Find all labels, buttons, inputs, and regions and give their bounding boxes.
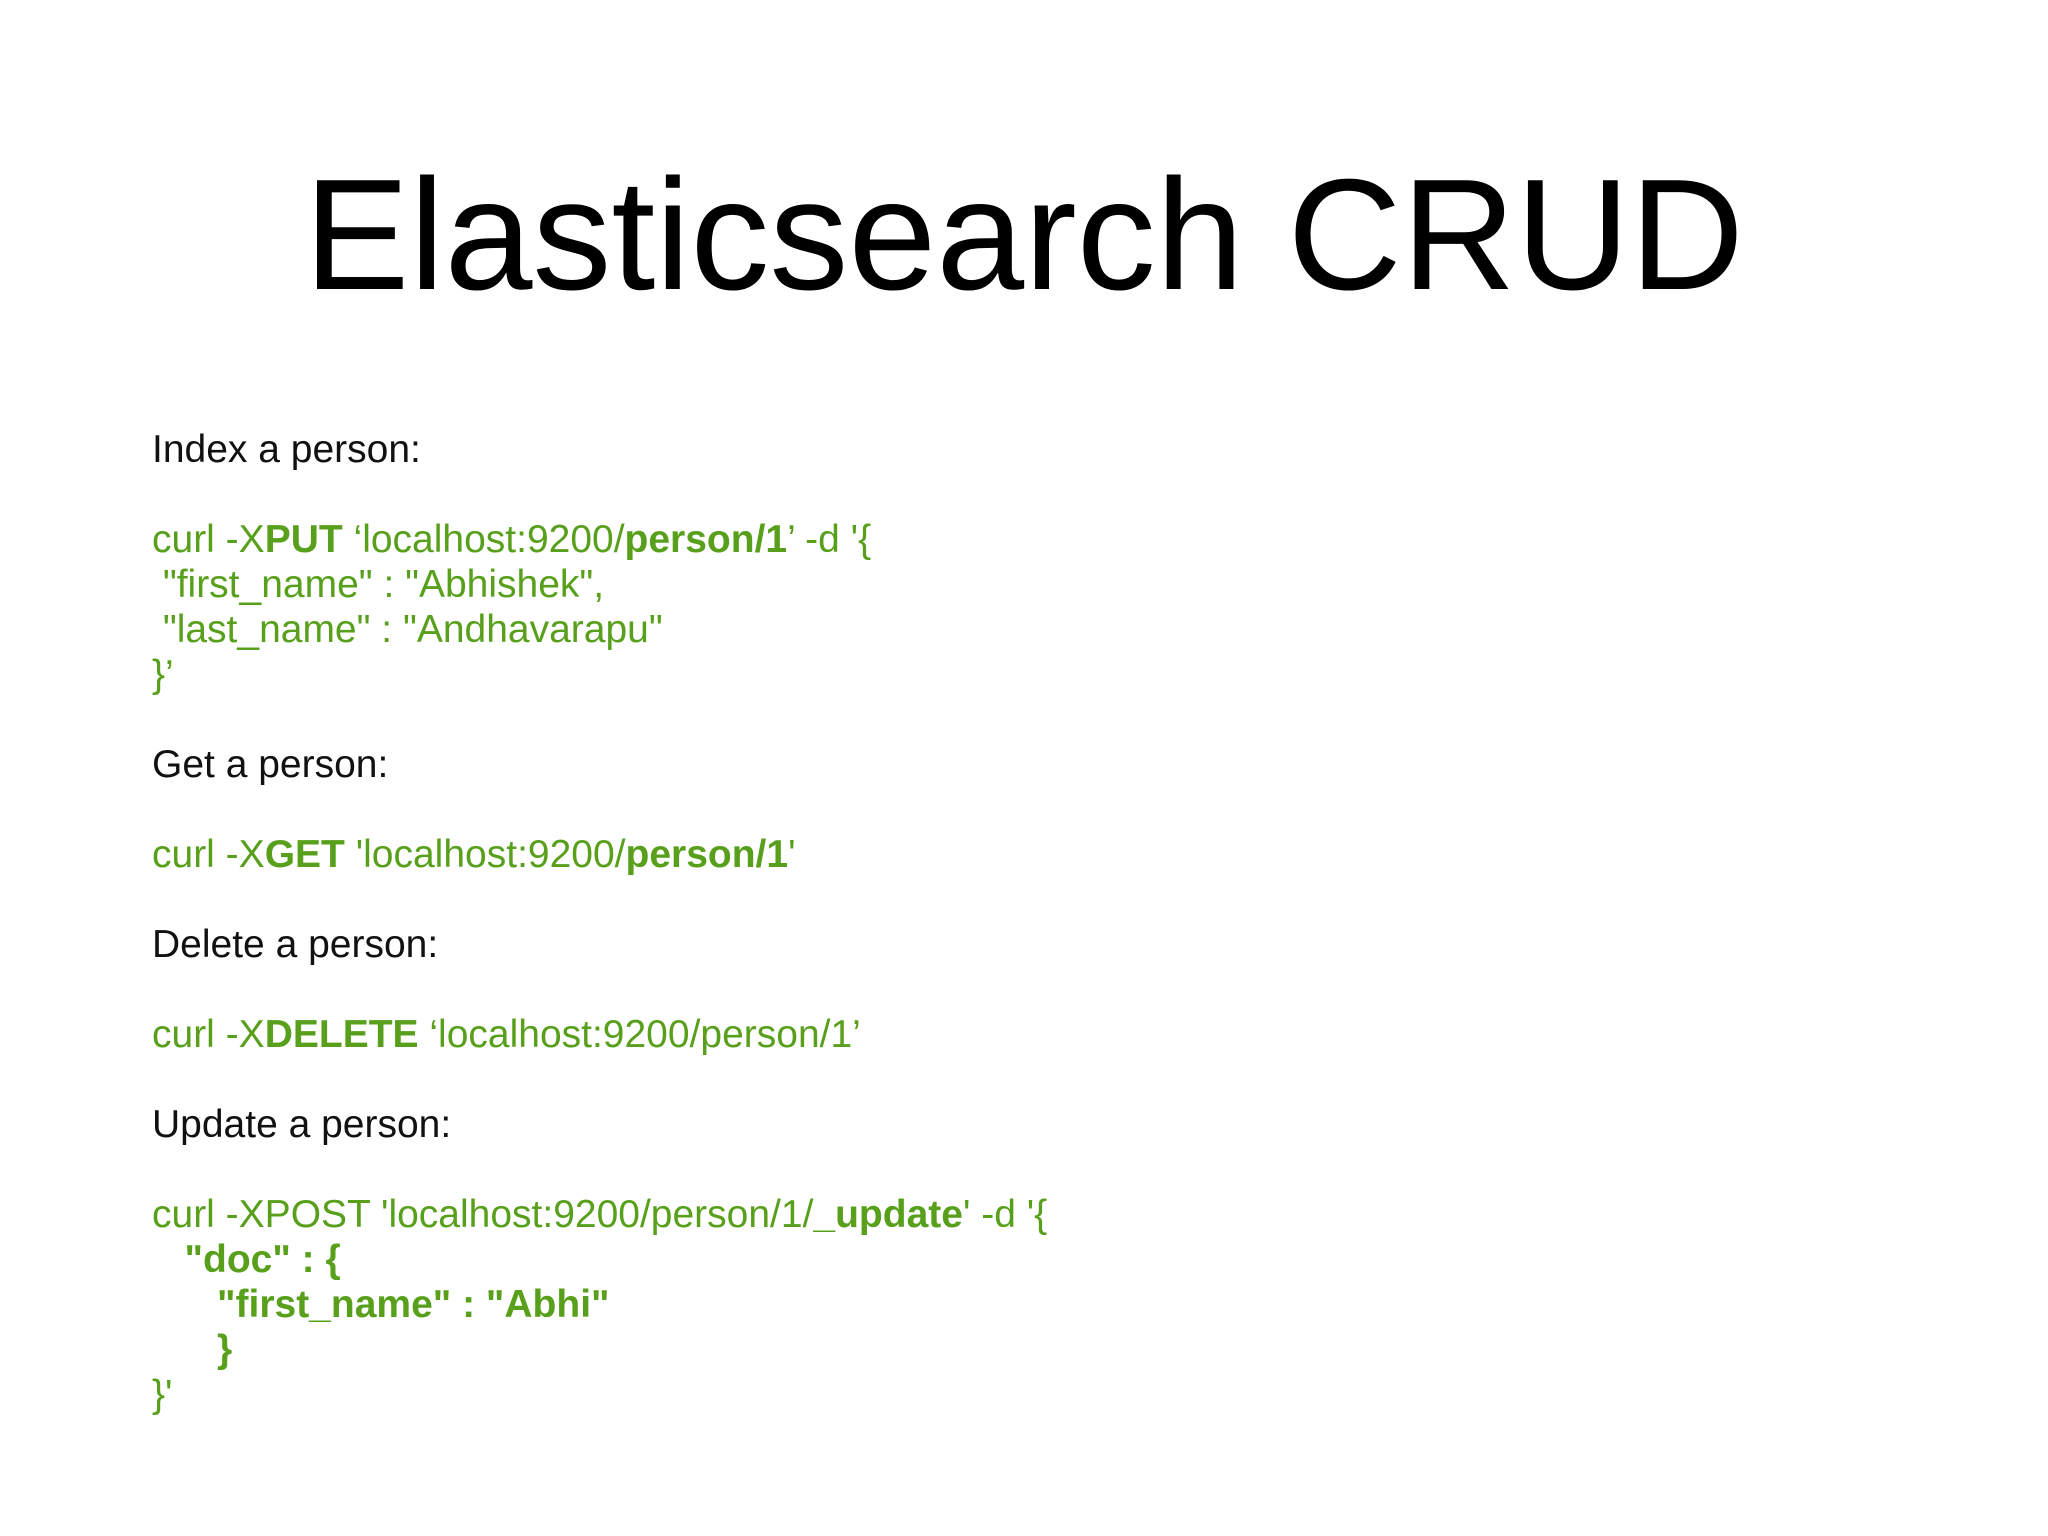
section-label: Index a person: <box>152 428 421 471</box>
code-line: } <box>152 1327 1047 1372</box>
code-segment-bold: PUT <box>264 518 343 561</box>
code-segment <box>152 1328 217 1371</box>
code-line: "last_name" : "Andhavarapu" <box>152 607 1047 652</box>
code-segment: ’ -d '{ <box>787 518 872 561</box>
slide-title: Elasticsearch CRUD <box>304 147 1744 323</box>
spacer-line <box>152 967 1047 1012</box>
code-segment: ' -d '{ <box>962 1193 1048 1236</box>
code-segment: "last_name" : "Andhavarapu" <box>152 608 663 651</box>
code-segment-bold: "first_name" : "Abhi" <box>217 1283 610 1326</box>
code-line: "doc" : { <box>152 1237 1047 1282</box>
code-segment-bold: } <box>217 1328 233 1371</box>
code-segment: ‘localhost:9200/ <box>342 518 625 561</box>
code-segment: ' <box>788 833 796 876</box>
spacer-line <box>152 697 1047 742</box>
code-segment: ‘localhost:9200/person/1’ <box>418 1013 861 1056</box>
code-segment: curl -X <box>152 1013 265 1056</box>
spacer-line <box>152 472 1047 517</box>
code-line: "first_name" : "Abhi" <box>152 1282 1047 1327</box>
code-segment-bold: person/1 <box>624 518 788 561</box>
section-label: Get a person: <box>152 743 389 786</box>
code-segment <box>152 1238 185 1281</box>
code-segment <box>152 1283 217 1326</box>
section-label: Delete a person: <box>152 923 439 966</box>
section-label: Update a person: <box>152 1103 452 1146</box>
code-line: curl -XDELETE ‘localhost:9200/person/1’ <box>152 1012 1047 1057</box>
code-line: curl -XPUT ‘localhost:9200/person/1’ -d … <box>152 517 1047 562</box>
code-line: curl -XGET 'localhost:9200/person/1' <box>152 832 1047 877</box>
spacer-line <box>152 1147 1047 1192</box>
code-segment-bold: "doc" : { <box>184 1238 341 1281</box>
code-segment: 'localhost:9200/ <box>344 833 626 876</box>
spacer-line <box>152 877 1047 922</box>
code-line: }' <box>152 1372 1047 1417</box>
code-segment-bold: DELETE <box>264 1013 419 1056</box>
code-segment: }' <box>152 1373 173 1416</box>
code-line: "first_name" : "Abhishek", <box>152 562 1047 607</box>
code-segment: curl -X <box>152 833 265 876</box>
spacer-line <box>152 787 1047 832</box>
slide-body: Index a person:curl -XPUT ‘localhost:920… <box>152 427 1047 1417</box>
code-segment: "first_name" : "Abhishek", <box>152 563 605 606</box>
spacer-line <box>152 1057 1047 1102</box>
code-segment-bold: _update <box>813 1193 963 1236</box>
code-segment: curl -X <box>152 518 265 561</box>
code-line: }’ <box>152 652 1047 697</box>
code-segment-bold: person/1 <box>625 833 789 876</box>
code-segment: curl -XPOST 'localhost:9200/person/1/ <box>152 1193 814 1236</box>
code-line: curl -XPOST 'localhost:9200/person/1/_up… <box>152 1192 1047 1237</box>
code-segment-bold: GET <box>264 833 345 876</box>
code-segment: }’ <box>152 653 174 696</box>
